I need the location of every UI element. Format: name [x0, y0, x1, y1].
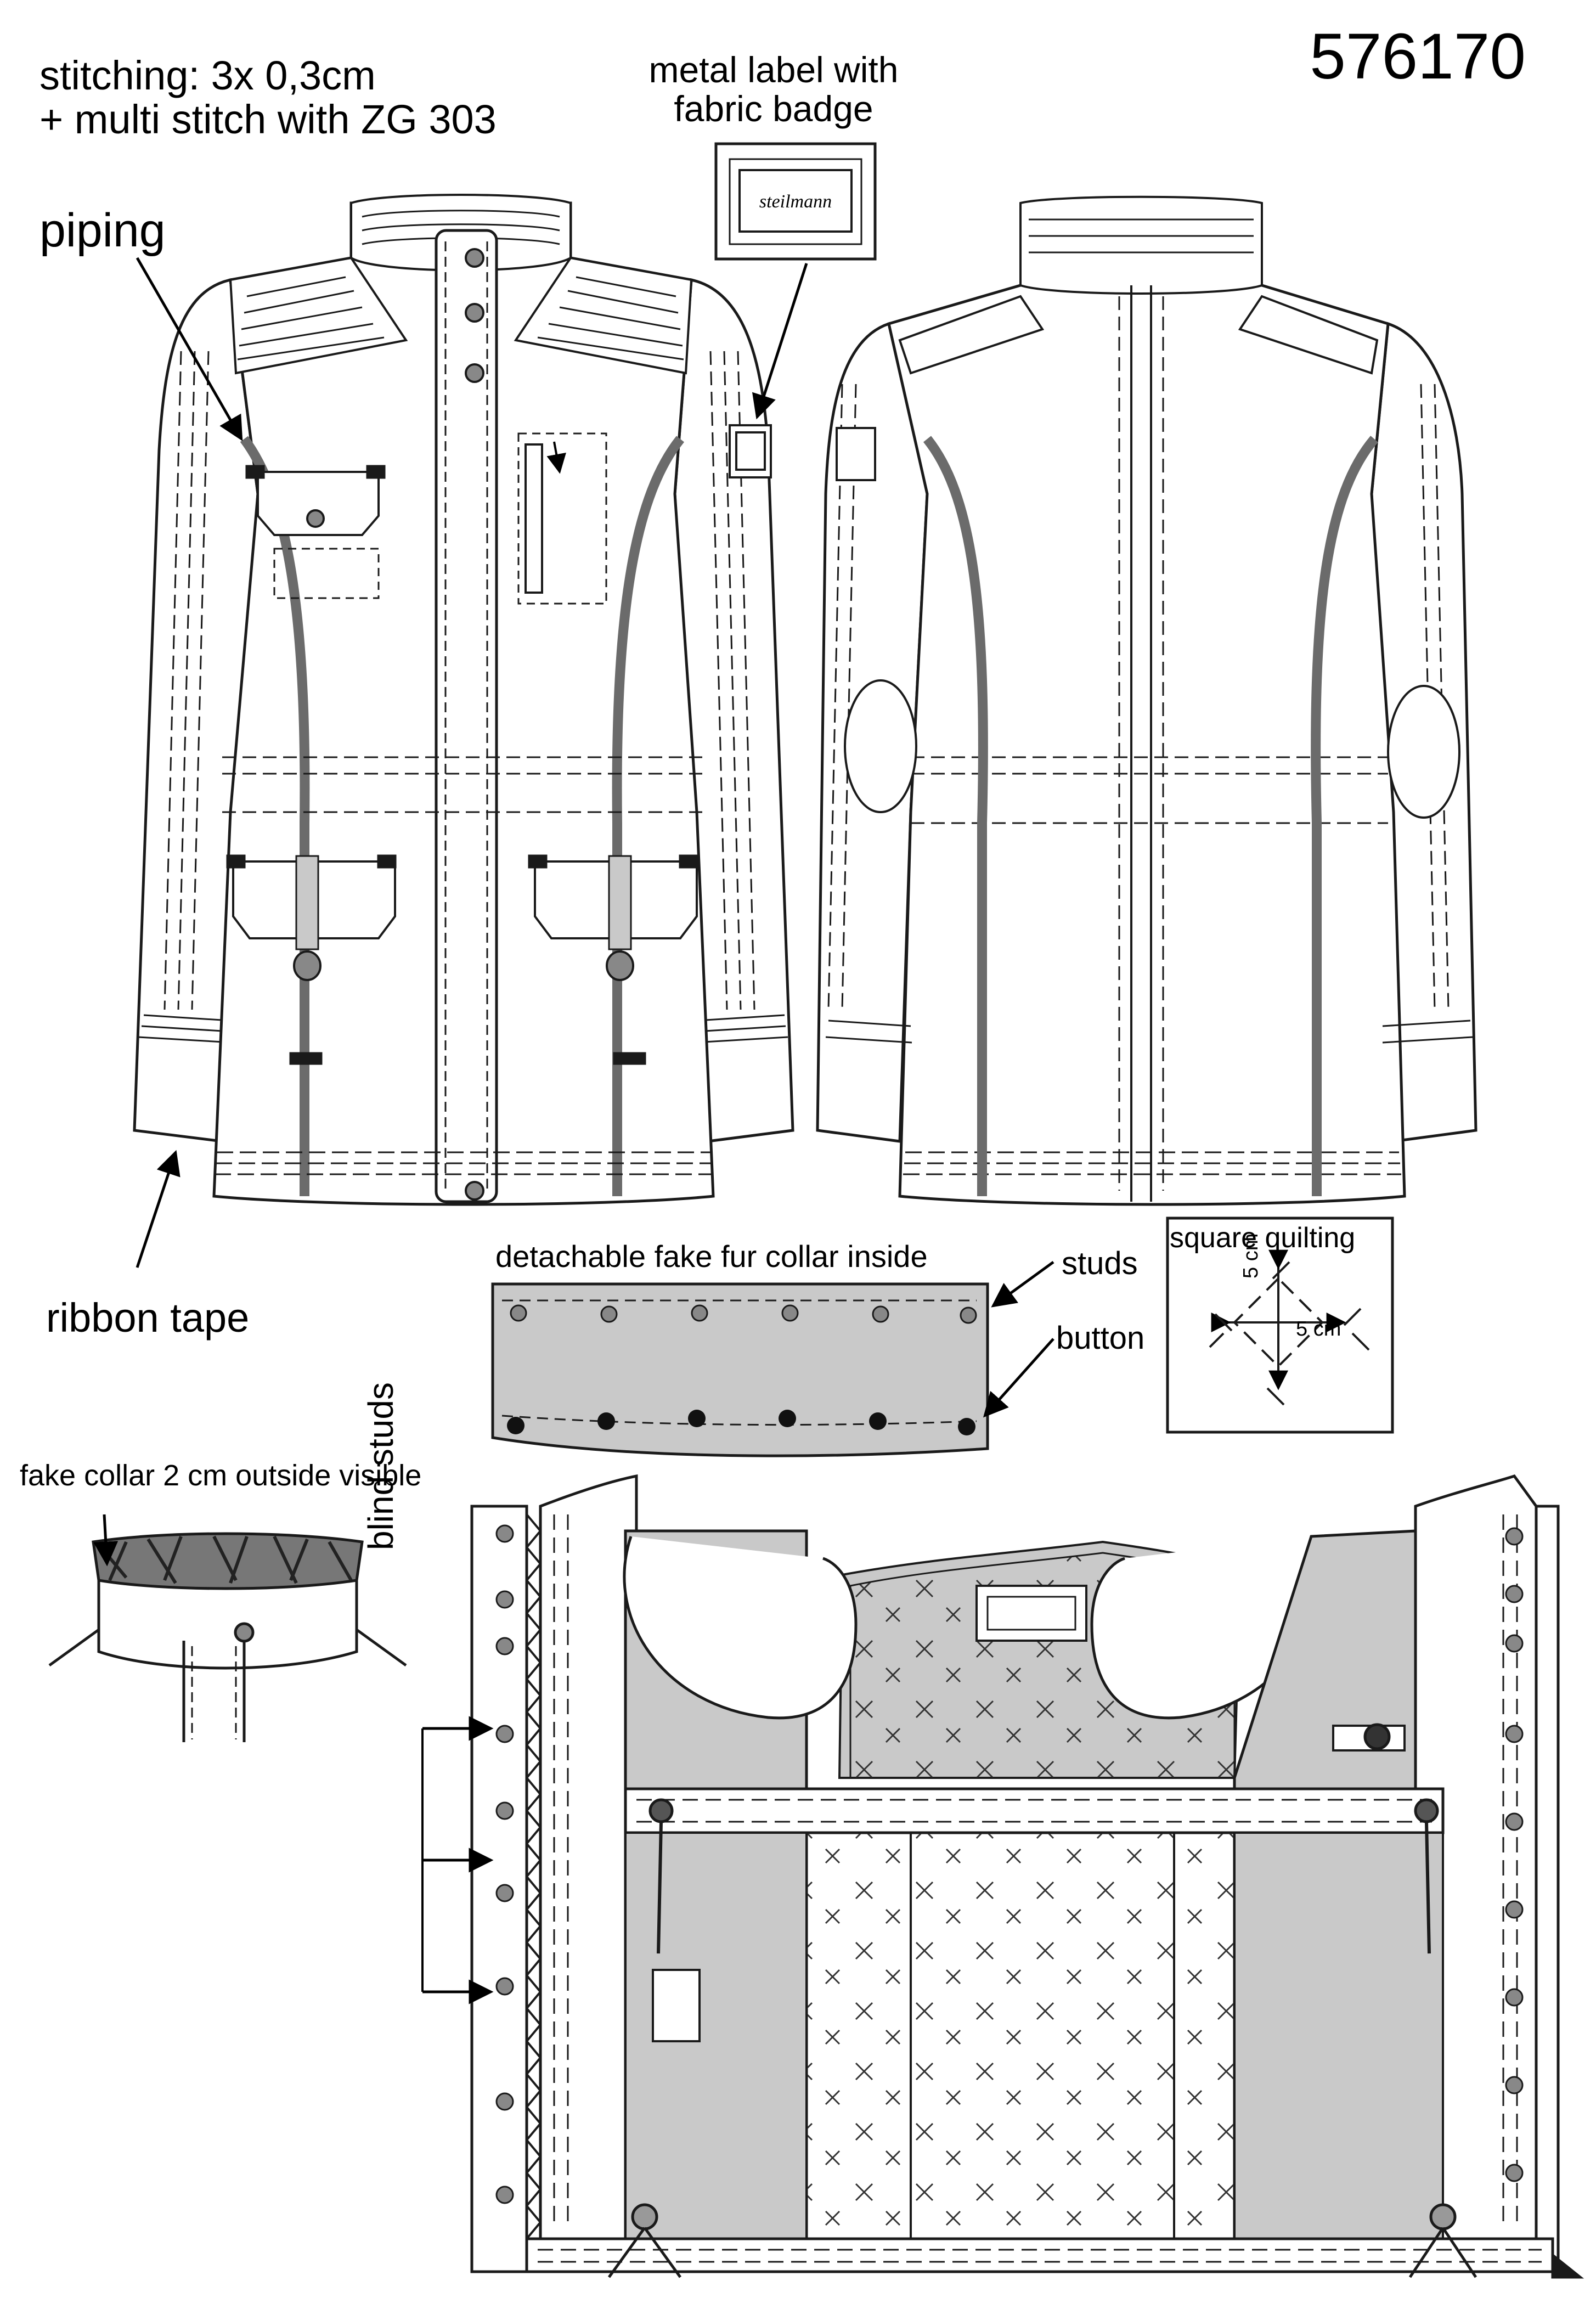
detachable-collar-label: detachable fake fur collar inside — [495, 1239, 928, 1274]
fake-collar-detail — [48, 1532, 407, 1742]
quilting-dimension-horizontal: 5 cm — [1296, 1317, 1341, 1341]
fake-collar-label: fake collar 2 cm outside visible — [20, 1459, 422, 1492]
square-quilting-label: square quilting — [1170, 1222, 1356, 1254]
article-number: 576170 — [1310, 20, 1526, 93]
inside-waist-casing — [624, 1787, 1445, 1834]
brand-lettering: steilmann — [759, 192, 832, 212]
button-label: button — [1056, 1320, 1145, 1356]
jacket-back-view — [816, 195, 1477, 1206]
front-placket — [435, 229, 498, 1203]
pointer-arrows — [93, 257, 1054, 2004]
detachable-fur-collar — [491, 1282, 989, 1457]
front-right-sleeve — [673, 278, 794, 1143]
metal-label-caption: metal label with fabric badge — [648, 49, 899, 129]
stitching-line-1: stitching: 3x 0,3cm — [40, 53, 376, 98]
metal-label-detail — [714, 142, 877, 261]
front-placket-studs — [293, 248, 634, 1201]
piping-label: piping — [40, 204, 166, 257]
inside-blind-studs-left — [495, 1524, 514, 2204]
sleeve-metal-label — [729, 424, 772, 478]
front-piping-right — [612, 436, 685, 1196]
studs-label: studs — [1062, 1246, 1138, 1281]
inside-studs-right — [1505, 1527, 1524, 2182]
blind-studs-label: blind studs — [361, 1382, 401, 1550]
collar-studs — [510, 1304, 977, 1324]
elbow-patch-left — [844, 679, 917, 813]
quilting-dimension-vertical: 5 cm — [1239, 1233, 1262, 1279]
inside-hem-band — [525, 2237, 1554, 2273]
jacket-inside-view — [470, 1474, 1584, 2279]
stitching-line-2: + multi stitch with ZG 303 — [40, 96, 497, 142]
stitching-note: stitching: 3x 0,3cm + multi stitch with … — [40, 54, 497, 142]
elbow-patch-right — [1387, 685, 1460, 819]
jacket-front-view — [133, 194, 794, 1206]
back-body — [887, 284, 1406, 1206]
square-quilting-detail — [1166, 1217, 1394, 1434]
ribbon-tape-label: ribbon tape — [46, 1295, 250, 1341]
collar-buttons — [507, 1410, 975, 1435]
